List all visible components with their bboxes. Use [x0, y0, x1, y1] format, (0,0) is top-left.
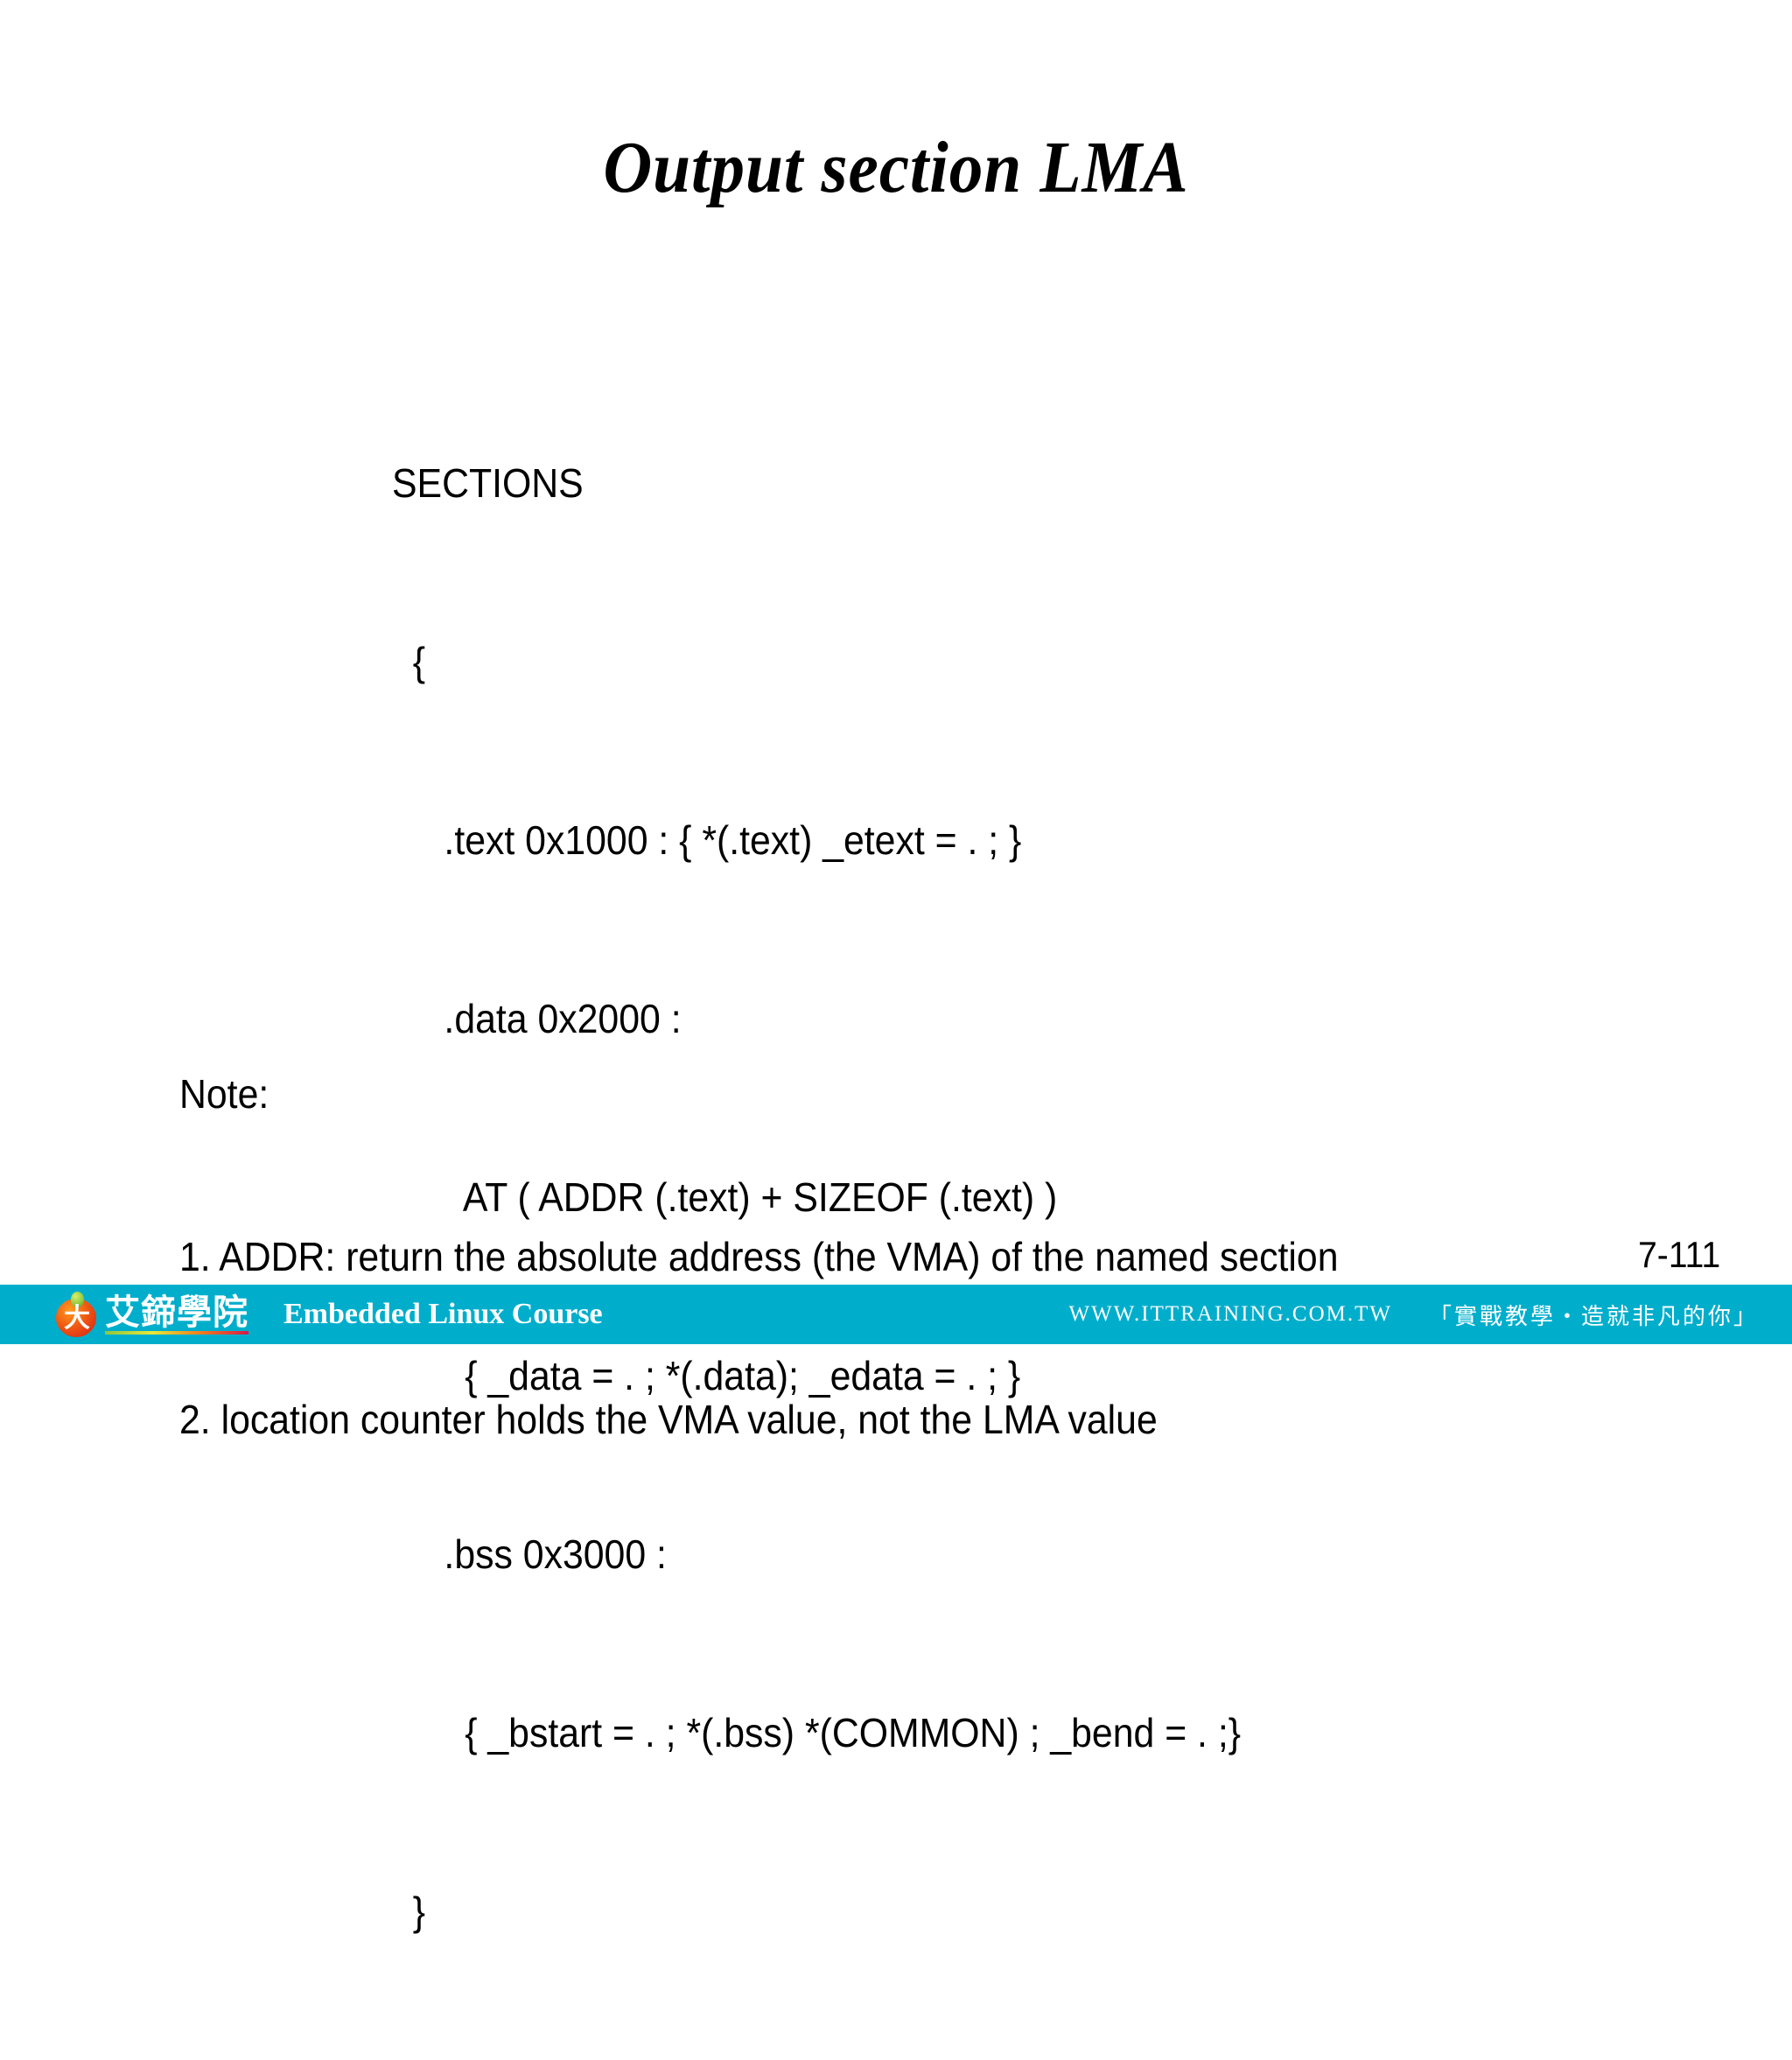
slide-canvas: Output section LMA SECTIONS { .text 0x10… [0, 0, 1792, 1344]
footer-bar: 大 艾鍗學院 Embedded Linux Course WWW.ITTRAIN… [0, 1285, 1792, 1344]
note-heading: Note: [179, 1067, 1338, 1121]
note-item: 1. ADDR: return the absolute address (th… [179, 1230, 1338, 1284]
website-url[interactable]: WWW.ITTRAINING.COM.TW [1069, 1302, 1392, 1327]
code-line: } [392, 1881, 1241, 1941]
logo-glyph: 大 [54, 1300, 100, 1337]
logo-wordmark: 艾鍗學院 [105, 1295, 248, 1335]
page-title: Output section LMA [72, 131, 1720, 205]
note-item: 2. location counter holds the VMA value,… [179, 1392, 1338, 1447]
code-line: { [392, 632, 1241, 691]
code-line: SECTIONS [392, 453, 1241, 513]
page-number: 7-111 [1638, 1234, 1720, 1276]
brand-slogan: 「實戰教學・造就非凡的你」 [1429, 1299, 1759, 1331]
note-block: Note: 1. ADDR: return the absolute addre… [179, 958, 1338, 1555]
institute-logo-icon: 大 [54, 1290, 100, 1339]
footer-info: WWW.ITTRAINING.COM.TW 「實戰教學・造就非凡的你」 [1069, 1299, 1792, 1331]
footer-brand: 大 艾鍗學院 Embedded Linux Course [0, 1290, 603, 1339]
code-line: .text 0x1000 : { *(.text) _etext = . ; } [392, 810, 1241, 870]
course-label: Embedded Linux Course [284, 1298, 603, 1331]
code-line: { _bstart = . ; *(.bss) *(COMMON) ; _ben… [392, 1703, 1241, 1762]
